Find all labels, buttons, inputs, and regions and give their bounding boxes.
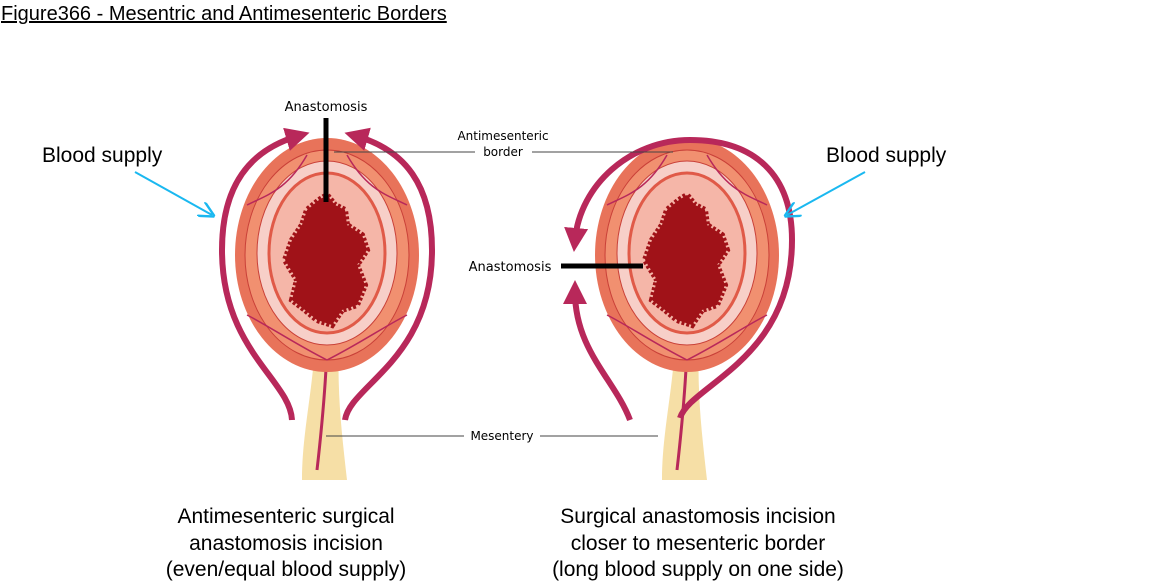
caption-right-line: Surgical anastomosis incision — [560, 505, 836, 528]
mesentery-label: Mesentery — [470, 429, 533, 443]
blood-supply-pointer-right — [787, 171, 866, 215]
antimesenteric-label-2: border — [483, 145, 523, 159]
blood-supply-arc-left-a — [218, 127, 310, 421]
caption-left-line: (even/equal blood supply) — [165, 558, 407, 581]
bowel-cross-section-right — [595, 138, 779, 480]
caption-right-line: (long blood supply on one side) — [552, 558, 844, 581]
figure-title: Figure366 - Mesentric and Antimesenteric… — [1, 3, 447, 25]
blood-supply-pointer-left — [134, 171, 212, 215]
blood-supply-label-right: Blood supply — [826, 144, 947, 167]
caption-right-line: closer to mesenteric border — [570, 531, 826, 555]
anastomosis-label-left: Anastomosis — [285, 100, 368, 115]
caption-left: Antimesenteric surgical anastomosis inci… — [106, 504, 466, 584]
blood-supply-arc-right-a — [564, 136, 796, 420]
blood-supply-arc-right-b — [563, 280, 633, 422]
caption-left-line: anastomosis incision — [189, 531, 383, 555]
blood-supply-label-left: Blood supply — [42, 144, 163, 167]
blood-supply-arc-left-b — [342, 127, 436, 421]
caption-right: Surgical anastomosis incision closer to … — [518, 504, 878, 584]
caption-left-line: Antimesenteric surgical — [177, 505, 395, 528]
antimesenteric-label-1: Antimesenteric — [457, 129, 548, 143]
anastomosis-label-right: Anastomosis — [469, 260, 552, 275]
